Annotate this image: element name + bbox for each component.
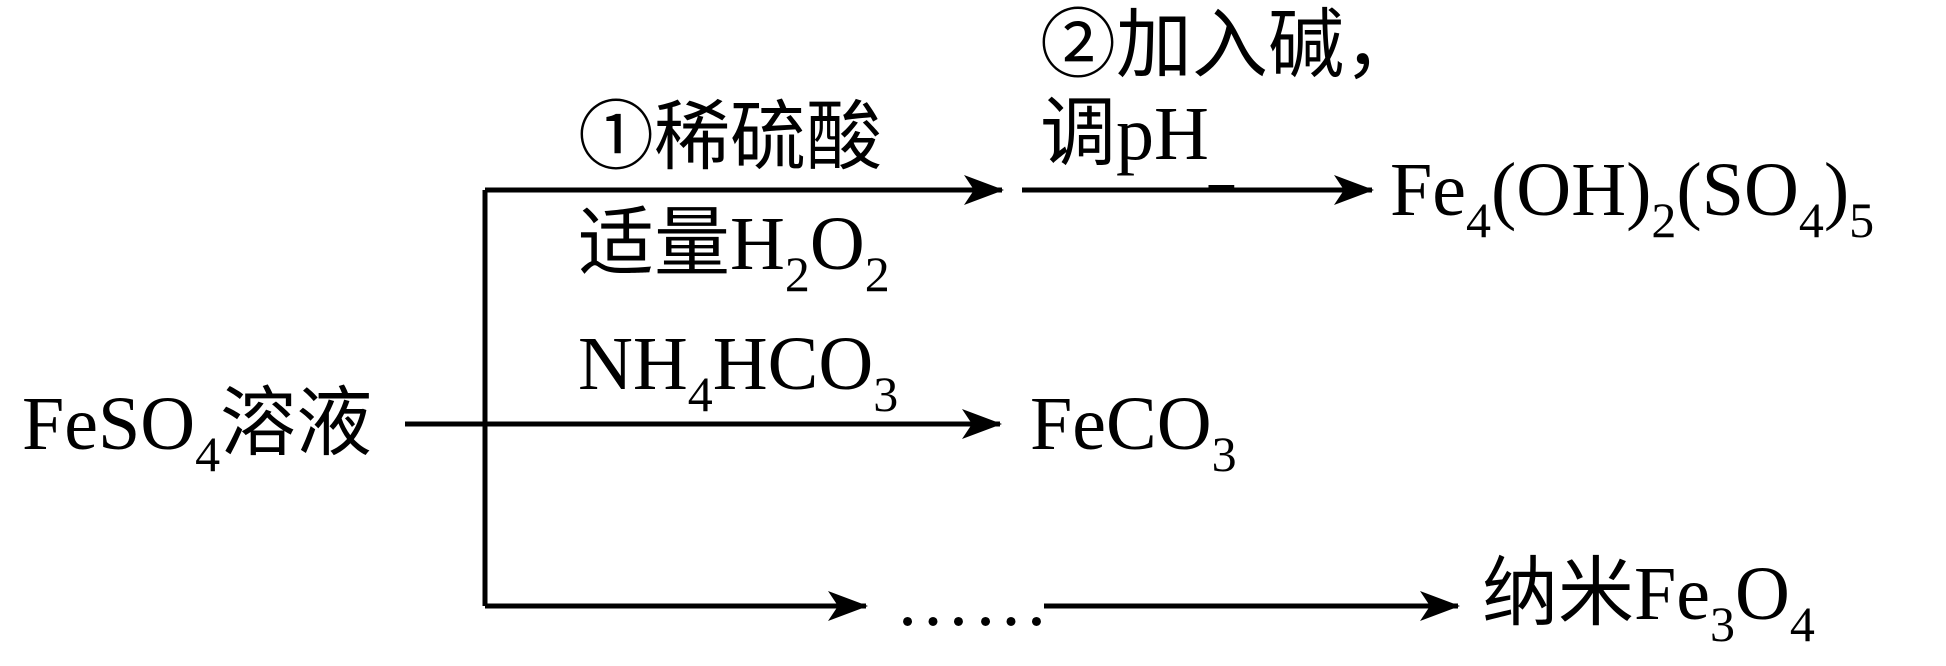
- step2-condition-line1: ②加入碱，: [1040, 4, 1420, 88]
- product-feco3: FeCO3: [1030, 382, 1237, 482]
- bottom-ellipsis: ……: [895, 558, 1051, 642]
- step1-reagent-line1: ①稀硫酸: [578, 96, 882, 180]
- product-fe4-oh2-so4-5: Fe4(OH)2(SO4)5: [1390, 148, 1875, 248]
- step2-condition-line2: 调pH_: [1040, 92, 1234, 192]
- product-nano-fe3o4: 纳米Fe3O4: [1482, 552, 1815, 652]
- reagent-nh4hco3: NH4HCO3: [578, 322, 899, 422]
- source-label: FeSO4溶液: [22, 382, 373, 482]
- step1-reagent-line2: 适量H2O2: [578, 202, 890, 302]
